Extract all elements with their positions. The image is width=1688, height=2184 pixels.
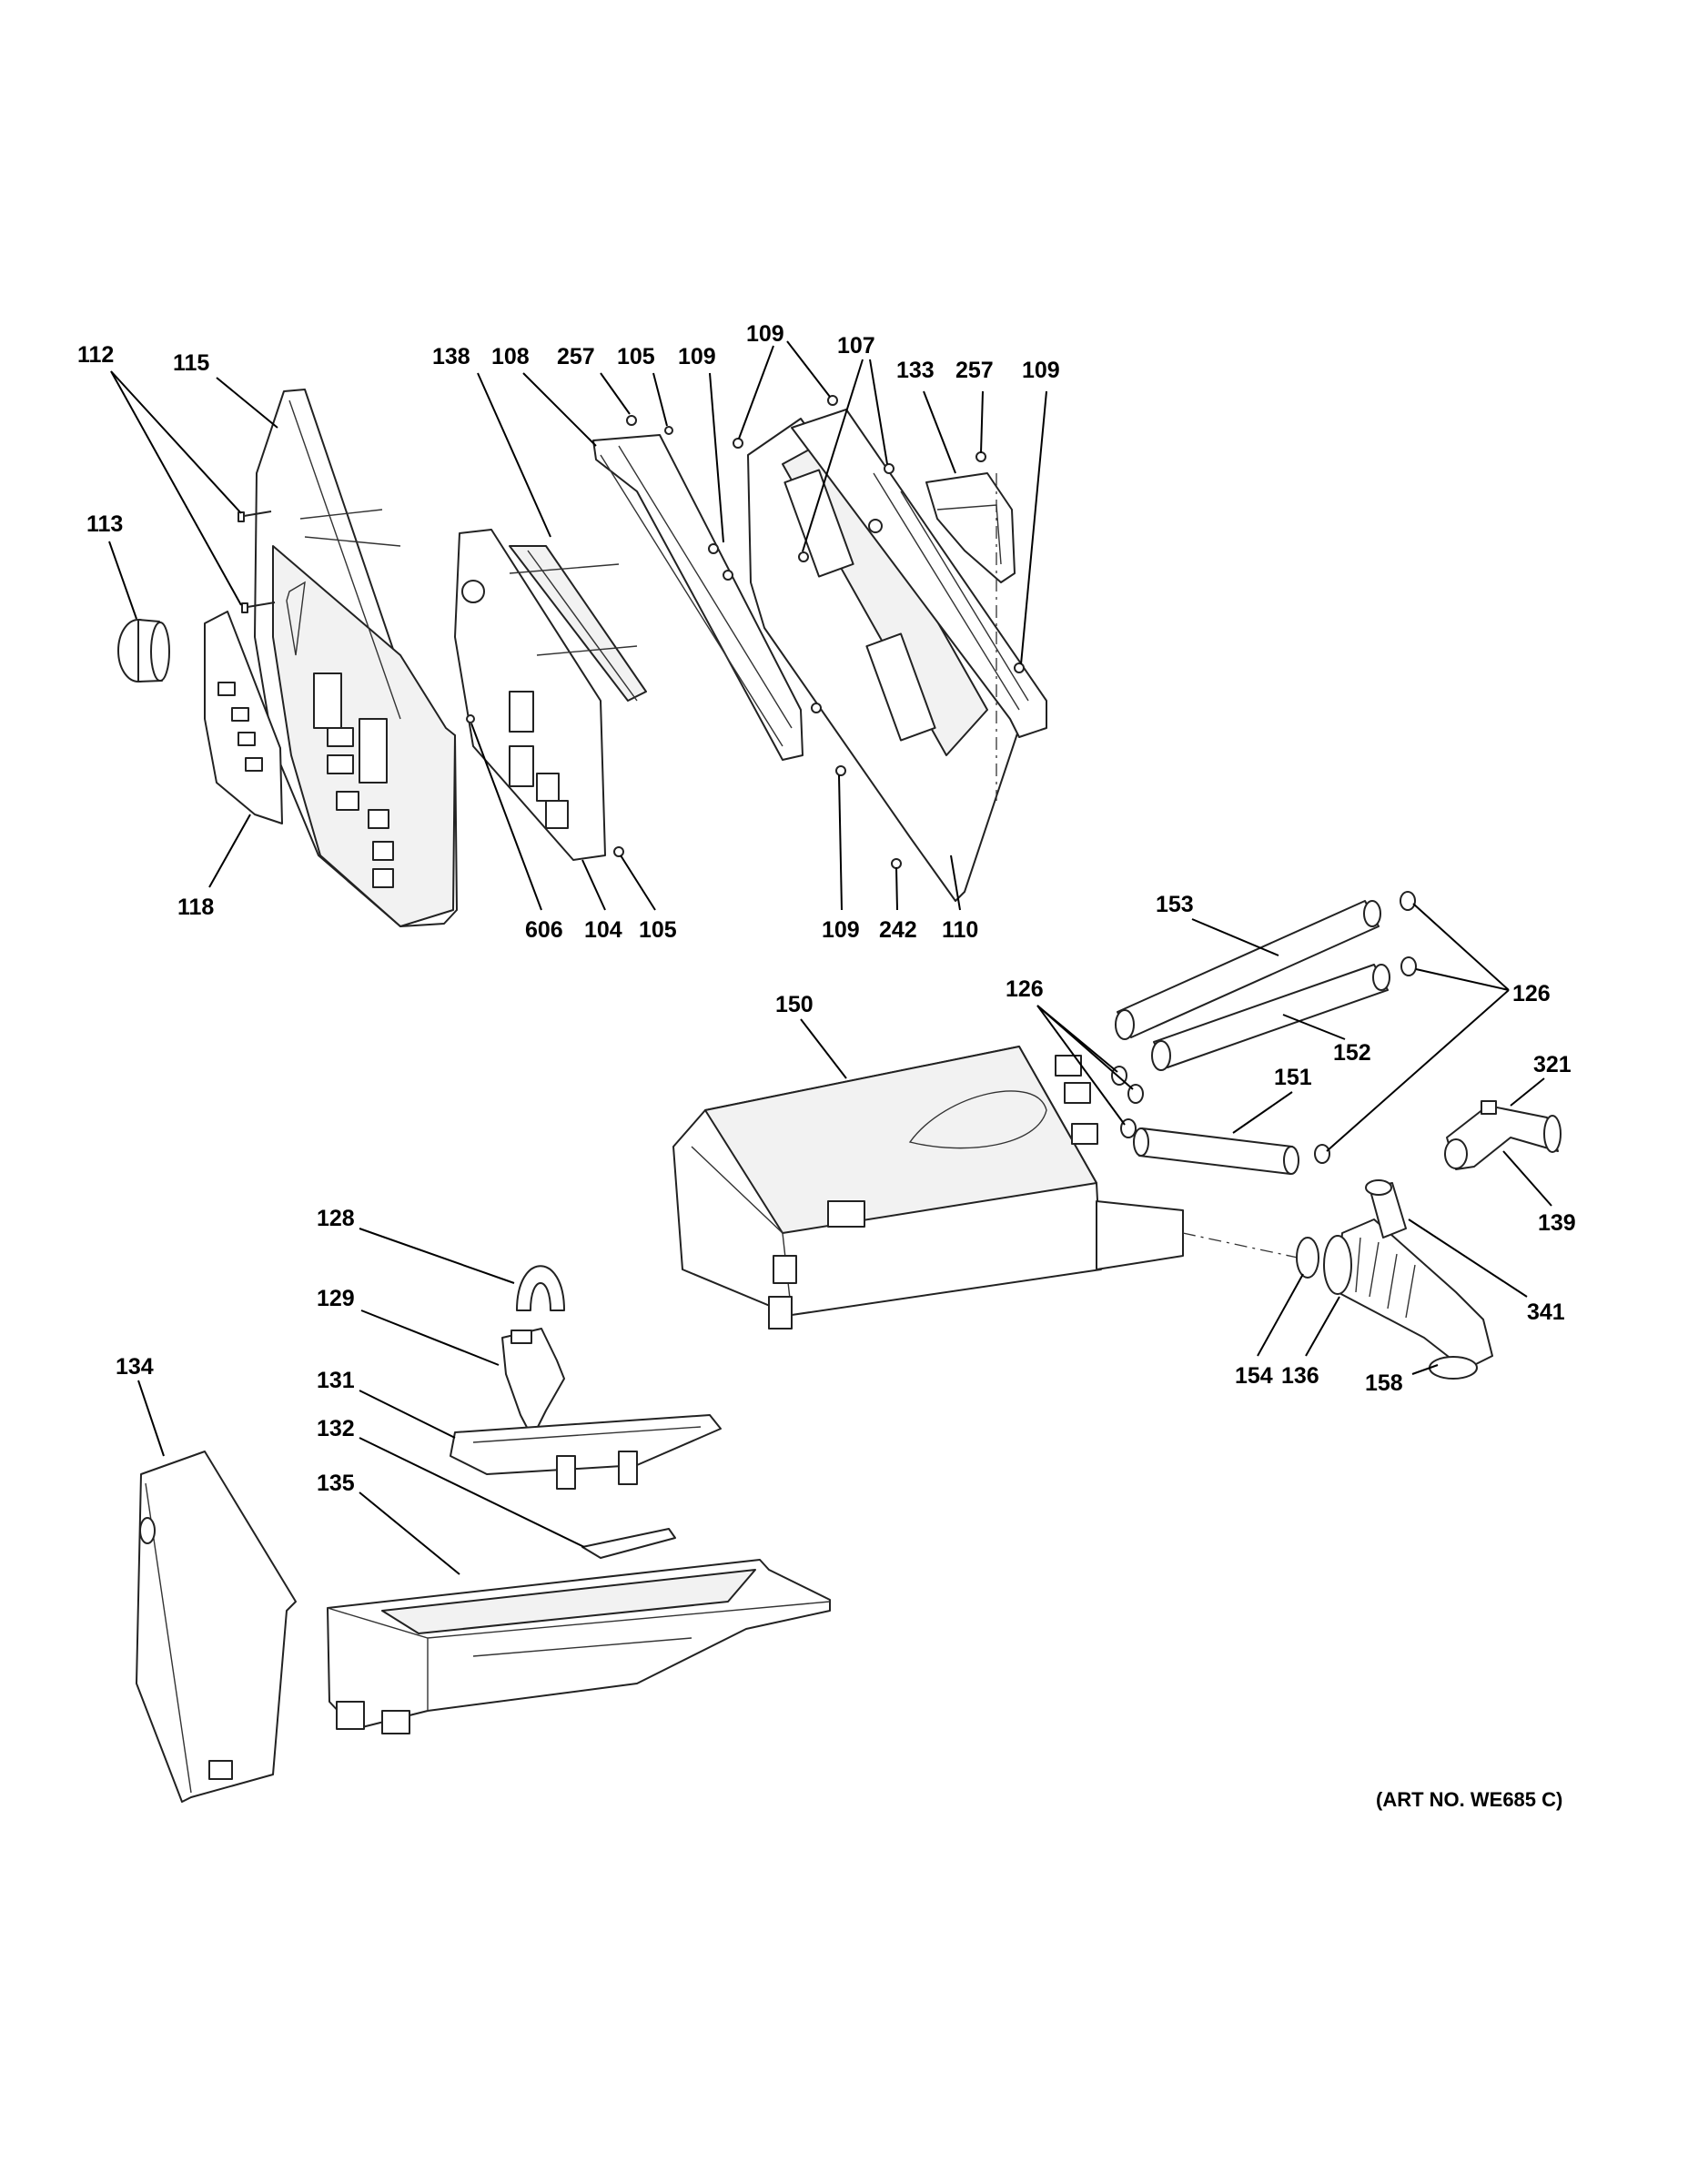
callout-242: 242 — [879, 917, 917, 943]
bellows-hose — [1323, 1179, 1493, 1380]
inlet-elbow-321 — [1444, 1100, 1562, 1170]
callout-151: 151 — [1274, 1065, 1312, 1090]
art-number: (ART NO. WE685 C) — [1376, 1788, 1562, 1811]
callout-150: 150 — [775, 992, 814, 1017]
callout-321: 321 — [1533, 1052, 1572, 1077]
callout-153: 153 — [1156, 892, 1194, 917]
hoses — [1115, 900, 1390, 1175]
callout-129: 129 — [317, 1286, 355, 1311]
control-overlay-panel — [204, 611, 283, 824]
callout-136: 136 — [1281, 1363, 1319, 1389]
bracket-108 — [592, 434, 804, 761]
main-panel-frame — [747, 409, 1047, 902]
callout-104: 104 — [584, 917, 622, 943]
callout-132: 132 — [317, 1416, 355, 1441]
callout-109-d: 109 — [822, 917, 860, 943]
siphon-assembly-131 — [450, 1414, 722, 1490]
callout-110: 110 — [942, 917, 978, 943]
callout-133: 133 — [896, 358, 935, 383]
cover-bracket-133 — [925, 472, 1016, 801]
u-clip-128 — [516, 1265, 565, 1311]
callout-138: 138 — [432, 344, 470, 369]
callout-labels: 112 115 113 118 138 108 257 105 109 109 … — [77, 321, 1576, 1811]
callout-115: 115 — [173, 350, 209, 376]
callout-109-c: 109 — [1022, 358, 1060, 383]
callout-341: 341 — [1527, 1299, 1565, 1325]
callout-126-right: 126 — [1512, 981, 1551, 1006]
callout-131: 131 — [317, 1368, 355, 1393]
callout-105-top: 105 — [617, 344, 655, 369]
callout-154: 154 — [1235, 1363, 1273, 1389]
callout-135: 135 — [317, 1471, 355, 1496]
latch-132 — [581, 1528, 676, 1559]
drawer-front-134 — [136, 1451, 297, 1803]
lever-129 — [501, 1328, 565, 1439]
callout-112: 112 — [77, 342, 114, 368]
selector-knob — [117, 619, 170, 682]
dispenser-housing — [672, 1046, 1311, 1330]
callout-109-b: 109 — [746, 321, 784, 347]
callout-109-a: 109 — [678, 344, 716, 369]
callout-134: 134 — [116, 1354, 154, 1380]
clamp-154 — [1296, 1237, 1319, 1279]
control-panel-housing — [254, 389, 458, 927]
frame-screws — [466, 395, 1025, 869]
callout-257-top: 257 — [557, 344, 595, 369]
dispenser-drawer-135 — [327, 1559, 831, 1734]
callout-126-left: 126 — [1006, 976, 1044, 1002]
callout-152: 152 — [1333, 1040, 1371, 1066]
callout-105-bottom: 105 — [639, 917, 677, 943]
callout-113: 113 — [86, 511, 123, 537]
callout-128: 128 — [317, 1206, 355, 1231]
callout-139: 139 — [1538, 1210, 1576, 1236]
callout-107: 107 — [837, 333, 875, 359]
callout-118: 118 — [177, 895, 214, 920]
callout-108: 108 — [491, 344, 530, 369]
control-board-assembly — [454, 529, 647, 861]
callout-257-right: 257 — [955, 358, 994, 383]
callout-158: 158 — [1365, 1370, 1403, 1396]
callout-606: 606 — [525, 917, 563, 943]
leader-lines — [108, 340, 1552, 1575]
